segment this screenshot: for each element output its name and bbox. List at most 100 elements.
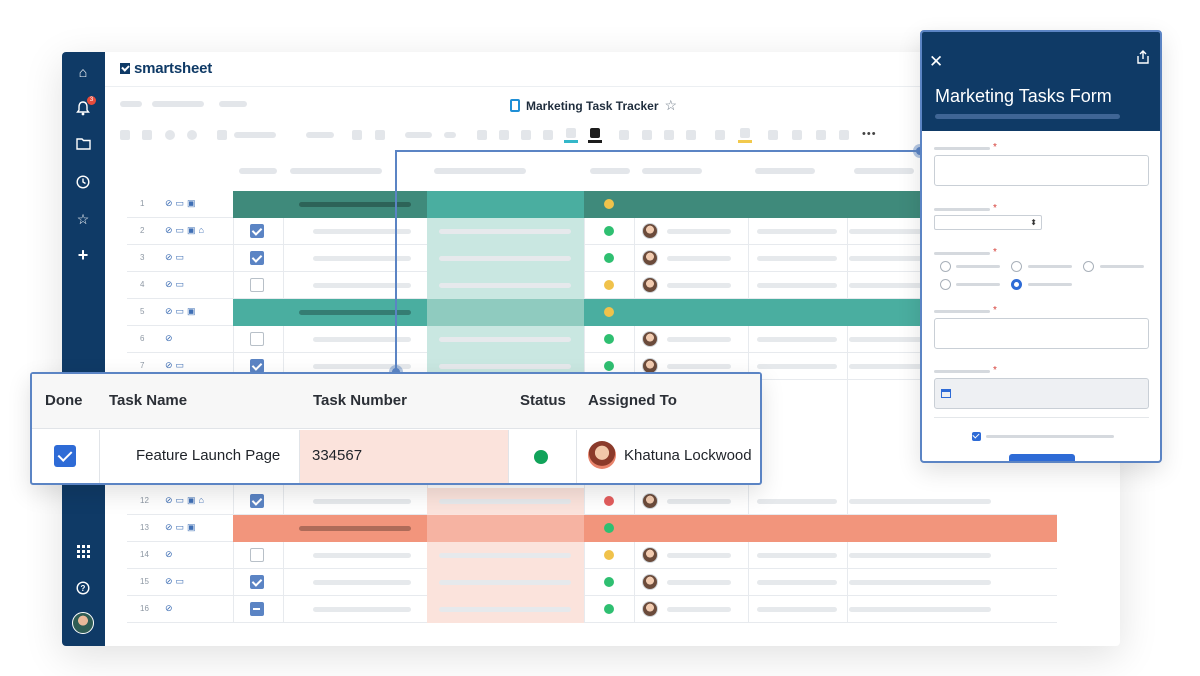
radio-option[interactable] [1011, 261, 1022, 272]
toolbar-button[interactable] [375, 130, 385, 140]
toolbar-button[interactable] [217, 130, 227, 140]
table-row[interactable]: 1⊘▭▣ [127, 191, 1057, 218]
close-icon[interactable]: ✕ [929, 52, 944, 71]
done-checkbox[interactable] [250, 548, 264, 562]
status-dot[interactable] [604, 199, 614, 209]
table-row[interactable]: 13⊘▭▣ [127, 515, 1057, 542]
status-dot[interactable] [604, 496, 614, 506]
row-action-icons[interactable]: ⊘▭▣ [165, 522, 199, 532]
toolbar-button[interactable] [715, 130, 725, 140]
assignee-name[interactable]: Khatuna Lockwood [624, 447, 752, 464]
toolbar-button[interactable] [816, 130, 826, 140]
user-avatar[interactable] [72, 612, 94, 634]
clock-icon[interactable] [73, 172, 93, 192]
text-field[interactable] [934, 155, 1149, 186]
more-options-icon[interactable]: ••• [862, 128, 877, 140]
toolbar-button[interactable] [477, 130, 487, 140]
toolbar-button[interactable] [768, 130, 778, 140]
header-task-number[interactable]: Task Number [313, 392, 407, 409]
submit-button[interactable] [1009, 454, 1075, 461]
radio-option[interactable] [1083, 261, 1094, 272]
header-assigned-to[interactable]: Assigned To [588, 392, 677, 409]
status-dot[interactable] [604, 604, 614, 614]
row-action-icons[interactable]: ⊘ [165, 549, 176, 559]
form-checkbox[interactable] [972, 432, 981, 441]
done-checkbox[interactable] [250, 278, 264, 292]
table-row[interactable]: 16⊘ [127, 596, 1057, 623]
toolbar-button[interactable] [642, 130, 652, 140]
status-dot[interactable] [604, 307, 614, 317]
done-checkbox[interactable] [250, 332, 264, 346]
column-header[interactable] [755, 168, 815, 174]
status-dot[interactable] [604, 577, 614, 587]
dropdown-field[interactable]: ⬍ [934, 215, 1042, 230]
highlight-button[interactable] [740, 128, 750, 138]
apps-grid-icon[interactable] [73, 541, 93, 561]
column-header[interactable] [642, 168, 702, 174]
column-header[interactable] [854, 168, 914, 174]
toolbar-button[interactable] [352, 130, 362, 140]
plus-icon[interactable]: + [77, 244, 89, 265]
toolbar-button[interactable] [306, 132, 334, 138]
status-dot[interactable] [604, 334, 614, 344]
toolbar-button[interactable] [686, 130, 696, 140]
done-checkbox[interactable] [250, 602, 264, 616]
toolbar-button[interactable] [187, 130, 197, 140]
column-header[interactable] [434, 168, 526, 174]
toolbar-button[interactable] [120, 130, 130, 140]
star-icon[interactable]: ☆ [76, 210, 90, 227]
task-name-value[interactable]: Feature Launch Page [136, 447, 281, 464]
text-field[interactable] [934, 318, 1149, 349]
table-row[interactable]: 2⊘▭▣⌂ [127, 218, 1057, 245]
table-row[interactable]: 4⊘▭ [127, 272, 1057, 299]
done-checkbox[interactable] [250, 359, 264, 373]
table-row[interactable]: 14⊘ [127, 542, 1057, 569]
status-dot[interactable] [604, 280, 614, 290]
column-header[interactable] [590, 168, 630, 174]
header-done[interactable]: Done [45, 392, 83, 409]
row-action-icons[interactable]: ⊘▭▣⌂ [165, 225, 207, 235]
row-action-icons[interactable]: ⊘▭ [165, 252, 188, 262]
row-action-icons[interactable]: ⊘ [165, 333, 176, 343]
favorite-star-icon[interactable]: ☆ [664, 97, 678, 113]
done-checkbox[interactable] [54, 445, 76, 467]
header-status[interactable]: Status [520, 392, 566, 409]
toolbar-button[interactable] [405, 132, 432, 138]
folder-icon[interactable] [73, 134, 93, 154]
table-row[interactable]: 6⊘ [127, 326, 1057, 353]
toolbar-button[interactable] [165, 130, 175, 140]
text-color-button[interactable] [590, 128, 600, 138]
share-icon[interactable] [1137, 50, 1149, 64]
table-row[interactable]: 3⊘▭ [127, 245, 1057, 272]
done-checkbox[interactable] [250, 575, 264, 589]
task-number-cell[interactable] [299, 430, 508, 483]
table-row[interactable]: 12⊘▭▣⌂ [127, 488, 1057, 515]
row-action-icons[interactable]: ⊘▭▣⌂ [165, 495, 207, 505]
done-checkbox[interactable] [250, 251, 264, 265]
status-dot[interactable] [534, 450, 548, 464]
toolbar-button[interactable] [234, 132, 276, 138]
done-checkbox[interactable] [250, 494, 264, 508]
toolbar-button[interactable] [444, 132, 456, 138]
radio-option[interactable] [940, 279, 951, 290]
column-header[interactable] [239, 168, 277, 174]
fill-color-button[interactable] [566, 128, 576, 138]
status-dot[interactable] [604, 550, 614, 560]
help-icon[interactable]: ? [73, 578, 93, 598]
toolbar-button[interactable] [521, 130, 531, 140]
row-action-icons[interactable]: ⊘▭ [165, 279, 188, 289]
calendar-icon[interactable] [941, 389, 951, 398]
table-row[interactable]: 5⊘▭▣ [127, 299, 1057, 326]
row-action-icons[interactable]: ⊘▭ [165, 360, 188, 370]
row-action-icons[interactable]: ⊘ [165, 603, 176, 613]
date-field[interactable] [934, 378, 1149, 409]
home-icon[interactable]: ⌂ [78, 64, 88, 80]
radio-option[interactable] [940, 261, 951, 272]
toolbar-button[interactable] [792, 130, 802, 140]
toolbar-button[interactable] [664, 130, 674, 140]
table-row[interactable]: 15⊘▭ [127, 569, 1057, 596]
radio-option-selected[interactable] [1011, 279, 1022, 290]
status-dot[interactable] [604, 253, 614, 263]
header-task-name[interactable]: Task Name [109, 392, 188, 409]
column-header[interactable] [290, 168, 382, 174]
